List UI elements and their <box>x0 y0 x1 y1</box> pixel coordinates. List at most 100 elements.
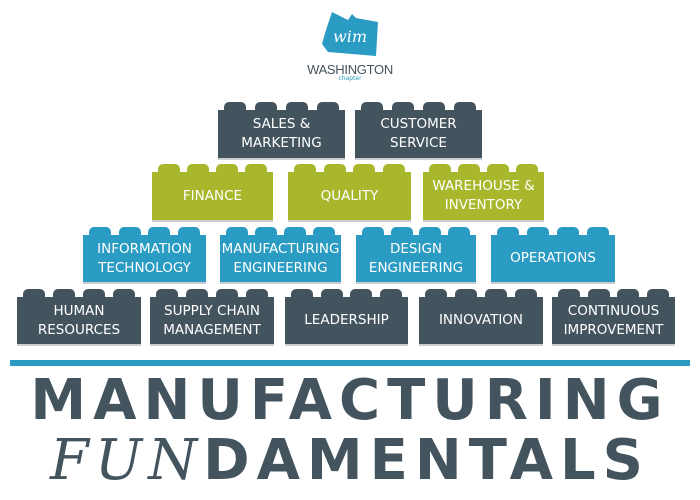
brick-label: LEADERSHIP <box>304 312 389 328</box>
stud <box>587 227 609 237</box>
brick-design-engineering: DESIGN ENGINEERING <box>356 227 476 284</box>
stud <box>379 289 402 299</box>
brick-label: INFORMATION TECHNOLOGY <box>97 240 192 276</box>
stud <box>617 289 640 299</box>
svg-text:wim: wim <box>333 27 367 46</box>
brick-label: QUALITY <box>320 187 379 204</box>
brick-warehouse-inventory: WAREHOUSE & INVENTORY <box>423 164 544 222</box>
brick-manufacturing-engineering: MANUFACTURING ENGINEERING <box>220 227 341 284</box>
stud <box>294 164 316 174</box>
stud <box>390 227 413 237</box>
stud <box>429 164 451 174</box>
stud <box>53 289 75 299</box>
stud <box>447 227 470 237</box>
brick-label: DESIGN ENGINEERING <box>368 240 464 276</box>
stud <box>361 102 383 112</box>
stud <box>516 164 538 174</box>
title-rest: DAMENTALS <box>203 428 650 493</box>
stud <box>646 289 669 299</box>
brick-label: SALES & MARKETING <box>241 116 322 151</box>
divider-line <box>10 360 690 366</box>
brick-label: OPERATIONS <box>510 250 596 266</box>
brick-innovation: INNOVATION <box>419 289 543 346</box>
stud <box>423 102 445 112</box>
stud <box>425 289 447 299</box>
brick-studs <box>497 227 609 237</box>
brick-supply-chain-management: SUPPLY CHAIN MANAGEMENT <box>150 289 274 346</box>
stud <box>177 227 200 237</box>
stud <box>246 289 268 299</box>
stud <box>113 289 135 299</box>
brick-operations: OPERATIONS <box>491 227 615 284</box>
stud <box>497 227 519 237</box>
stud <box>323 164 346 174</box>
brick-studs <box>361 102 476 112</box>
brick-continuous-improvement: CONTINUOUS IMPROVEMENT <box>552 289 675 346</box>
stud <box>89 227 111 237</box>
stud <box>286 102 308 112</box>
stud <box>224 102 246 112</box>
wim-washington-logo: wim WASHINGTON chapter <box>300 10 400 90</box>
brick-studs <box>226 227 335 237</box>
stud <box>455 289 477 299</box>
stud <box>255 227 277 237</box>
stud <box>557 227 579 237</box>
brick-label: INNOVATION <box>438 312 524 328</box>
brick-studs <box>156 289 268 299</box>
stud <box>485 289 507 299</box>
stud <box>313 227 335 237</box>
brick-customer-service: CUSTOMER SERVICE <box>355 102 482 160</box>
stud <box>23 289 45 299</box>
title-line-1: MANUFACTURING <box>30 368 670 433</box>
brick-studs <box>429 164 538 174</box>
stud <box>392 102 414 112</box>
stud <box>587 289 610 299</box>
stud <box>320 289 343 299</box>
stud <box>382 164 405 174</box>
stud <box>186 289 208 299</box>
stud <box>487 164 509 174</box>
stud <box>158 164 180 174</box>
stud <box>419 227 442 237</box>
stud <box>148 227 171 237</box>
stud <box>558 289 580 299</box>
stud <box>216 289 238 299</box>
brick-studs <box>158 164 267 174</box>
stud <box>187 164 209 174</box>
brick-studs <box>294 164 405 174</box>
brick-studs <box>23 289 135 299</box>
title-line-2: FUNDAMENTALS <box>0 428 700 493</box>
stud <box>156 289 178 299</box>
brick-studs <box>291 289 402 299</box>
brick-studs <box>425 289 537 299</box>
stud <box>458 164 480 174</box>
brick-label: SUPPLY CHAIN MANAGEMENT <box>163 302 261 338</box>
brick-quality: QUALITY <box>288 164 411 222</box>
brick-studs <box>89 227 200 237</box>
title-fun: FUN <box>50 428 204 493</box>
stud <box>255 102 277 112</box>
stud <box>317 102 339 112</box>
brick-leadership: LEADERSHIP <box>285 289 408 346</box>
brick-finance: FINANCE <box>152 164 273 222</box>
stud <box>118 227 141 237</box>
brick-label: FINANCE <box>182 187 243 204</box>
stud <box>216 164 238 174</box>
brick-human-resources: HUMAN RESOURCES <box>17 289 141 346</box>
stud <box>362 227 384 237</box>
logo-sub: chapter <box>338 75 362 82</box>
brick-studs <box>224 102 339 112</box>
brick-label: HUMAN RESOURCES <box>37 302 121 338</box>
brick-studs <box>558 289 669 299</box>
washington-state-icon: wim <box>322 12 378 56</box>
stud <box>353 164 376 174</box>
brick-information-technology: INFORMATION TECHNOLOGY <box>83 227 206 284</box>
stud <box>284 227 306 237</box>
brick-label: CUSTOMER SERVICE <box>380 116 457 151</box>
brick-label: CONTINUOUS IMPROVEMENT <box>563 302 664 338</box>
brick-studs <box>362 227 470 237</box>
brick-sales-marketing: SALES & MARKETING <box>218 102 345 160</box>
brick-label: MANUFACTURING ENGINEERING <box>221 240 340 276</box>
logo-name: WASHINGTON <box>307 62 393 77</box>
stud <box>291 289 313 299</box>
